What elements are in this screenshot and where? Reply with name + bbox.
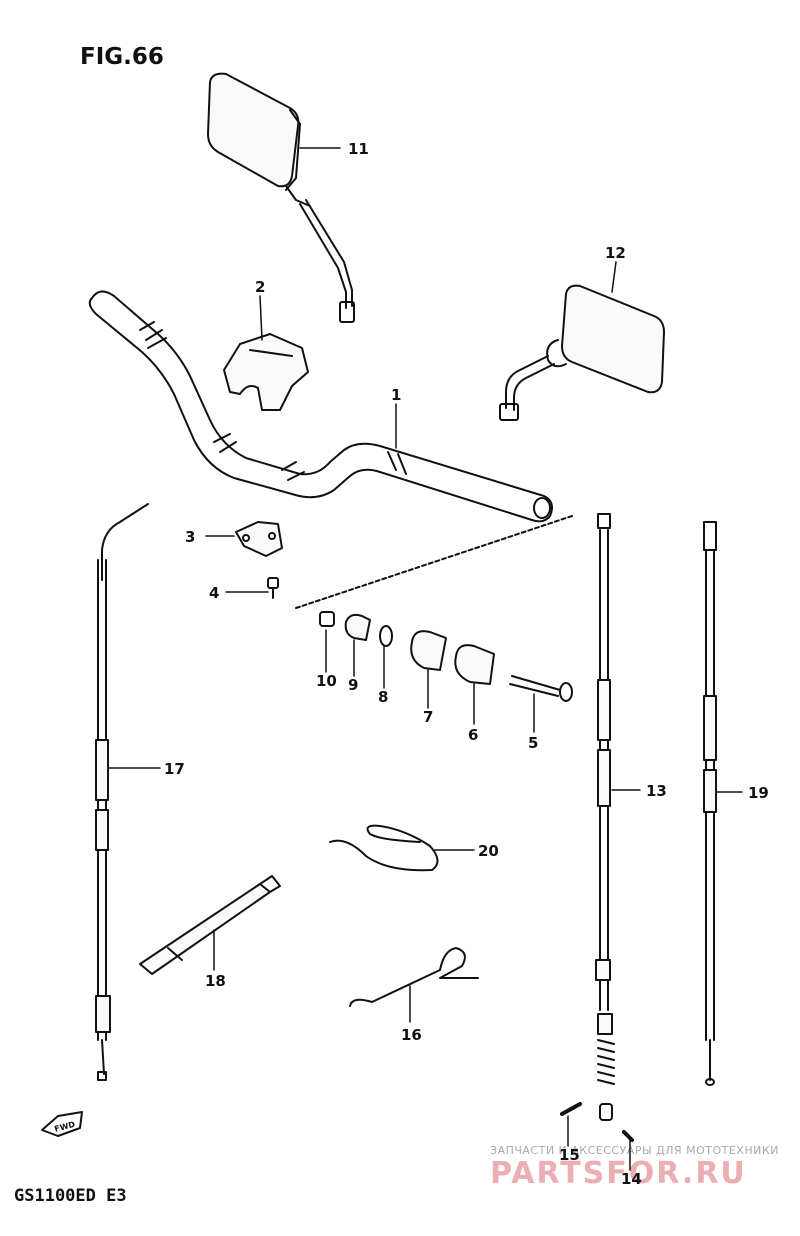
small-screws-drawing	[560, 1102, 634, 1142]
callout-15: 15	[559, 1146, 580, 1164]
watermark-caption: ЗАПЧАСТИ И АКСЕССУАРЫ ДЛЯ МОТОТЕХНИКИ	[490, 1144, 779, 1157]
cable-clip-drawing	[329, 824, 439, 872]
callout-3: 3	[185, 528, 195, 546]
mirror-left-drawing	[207, 72, 355, 323]
wire-clip-drawing	[349, 947, 479, 1007]
callout-10: 10	[316, 672, 337, 690]
bar-end-assembly-drawing	[295, 515, 573, 702]
callout-17: 17	[164, 760, 185, 778]
callout-16: 16	[401, 1026, 422, 1044]
bracket-drawing	[235, 521, 283, 557]
mirror-right-drawing	[499, 284, 665, 421]
speedo-cable-drawing	[703, 521, 717, 1086]
callout-6: 6	[468, 726, 478, 744]
forward-arrow-drawing	[41, 1111, 83, 1137]
callout-2: 2	[255, 278, 265, 296]
callout-20: 20	[478, 842, 499, 860]
clutch-cable-drawing	[595, 513, 615, 1121]
callout-4: 4	[209, 584, 219, 602]
strap-band-drawing	[139, 875, 281, 975]
callout-8: 8	[378, 688, 388, 706]
figure-title: FIG.66	[80, 44, 164, 70]
callout-13: 13	[646, 782, 667, 800]
callout-1: 1	[391, 386, 401, 404]
callout-7: 7	[423, 708, 433, 726]
callout-12: 12	[605, 244, 626, 262]
callout-18: 18	[205, 972, 226, 990]
screw-drawing	[267, 577, 279, 599]
model-code: GS1100ED E3	[14, 1186, 127, 1206]
handlebar-clamp-drawing	[223, 333, 309, 411]
callout-labels: 11 12 2 1 3 4 10 9 8 7 6 5 17 13 19 20 1…	[53, 140, 768, 1188]
leader-lines	[107, 147, 743, 1171]
handlebar-drawing	[88, 290, 553, 523]
callout-11: 11	[348, 140, 369, 158]
callout-5: 5	[528, 734, 538, 752]
throttle-cable-drawing	[95, 503, 149, 1081]
callout-9: 9	[348, 676, 358, 694]
callout-14: 14	[621, 1170, 642, 1188]
callout-19: 19	[748, 784, 769, 802]
watermark-logo: PARTSFOR.RU	[490, 1156, 747, 1191]
